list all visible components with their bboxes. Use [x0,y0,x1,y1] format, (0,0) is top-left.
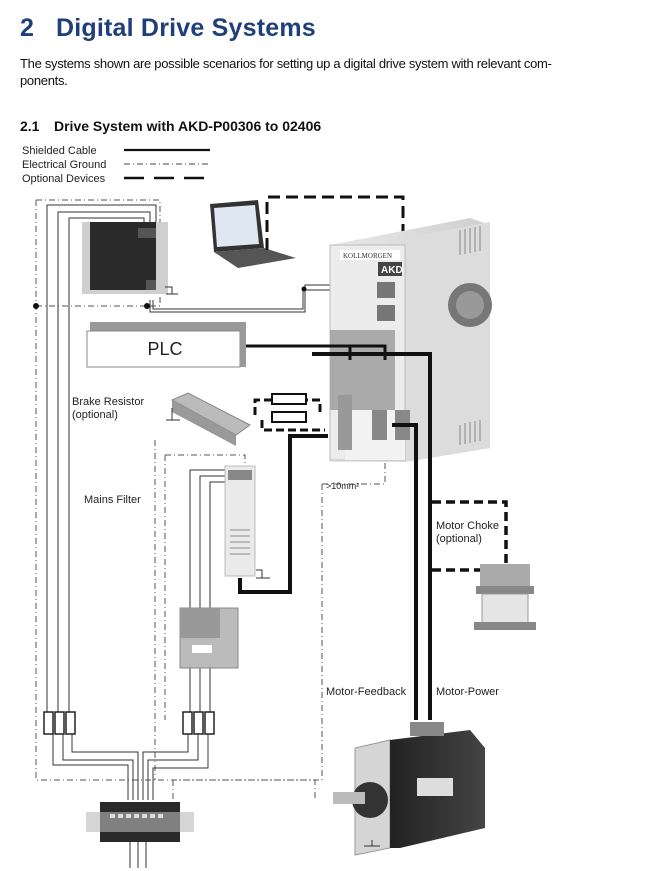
subsection-title: Drive System with AKD-P00306 to 02406 [54,118,322,134]
brake-resistor-label: Brake Resistor(optional) [72,396,145,421]
mains-filter-image [224,465,270,579]
laptop-image [210,200,296,268]
drive-brand-text: KOLLMORGEN [343,252,392,260]
section-number: 2 [20,14,35,42]
legend-lines [124,148,210,180]
motor-feedback-cable [392,423,418,720]
legend-shielded-cable: Shielded Cable [22,145,97,157]
contactor-image [179,607,239,669]
motor-choke-optional-link [432,500,508,572]
supply-wires [46,204,330,868]
akd-drive-image: KOLLMORGEN AKD [329,218,492,462]
motor-choke-image [474,564,536,630]
mains-filter-label: Mains Filter [84,494,141,506]
terminal-block-image [86,802,194,842]
laptop-link-optional [265,195,405,250]
legend-electrical-ground: Electrical Ground [22,159,107,171]
subsection-heading: 2.1 Drive System with AKD-P00306 to 02406 [20,118,321,134]
intro-line-2: ponents. [20,73,68,88]
plc-label: PLC [147,339,183,359]
power-supply-image [82,222,178,295]
motor-power-label: Motor-Power [436,686,499,698]
section-heading: 2 Digital Drive Systems [20,14,316,43]
line-legend: Shielded Cable Electrical Ground Optiona… [22,144,106,186]
brake-resistor-image [166,392,251,446]
plc-box [86,322,246,368]
motor-choke-label: Motor Choke(optional) [436,520,499,545]
drive-model-text: AKD [381,265,403,276]
intro-paragraph: The systems shown are possible scenarios… [20,55,630,89]
section-title: Digital Drive Systems [56,14,316,42]
servo-motor-image [333,722,485,856]
legend-optional-devices: Optional Devices [22,173,106,185]
motor-power-cable [312,352,432,720]
ground-spec-label: >10mm² [326,481,360,491]
brake-resistor-optional-link [253,398,325,432]
motor-feedback-label: Motor-Feedback [326,686,407,698]
intro-line-1: The systems shown are possible scenarios… [20,56,552,71]
mains-filter-cable [238,434,328,594]
fuses [43,711,215,735]
ground-lines [35,199,386,800]
subsection-number: 2.1 [20,118,40,134]
